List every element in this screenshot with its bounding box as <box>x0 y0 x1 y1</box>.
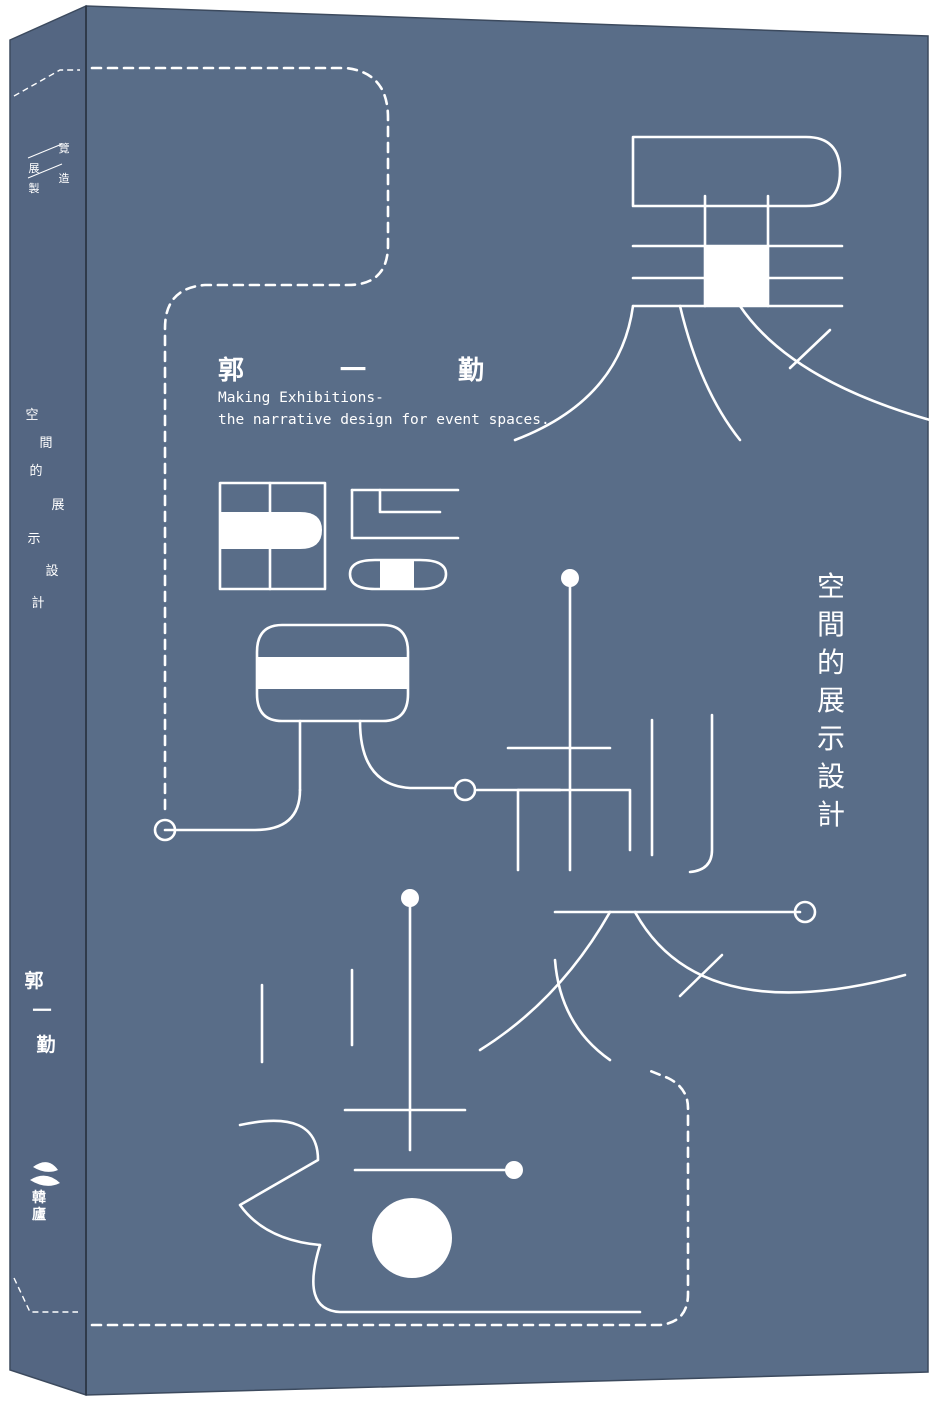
spine-title-char-1: 展 <box>28 162 40 175</box>
title-nodes <box>153 569 817 1179</box>
author-name-char-3: 勤 <box>458 356 485 386</box>
spine-subtitle-char-6: 設 <box>45 564 59 579</box>
publisher-logo <box>30 1162 60 1186</box>
author-name-char-2: 一 <box>340 356 367 386</box>
spine-title-char-2: 覽 <box>58 142 70 155</box>
english-subtitle: Making Exhibitions- the narrative design… <box>218 387 550 431</box>
spine-dashes <box>13 69 80 1313</box>
spine-title-char-3: 製 <box>28 182 40 195</box>
spine-title-frame <box>27 143 63 179</box>
title-art <box>163 135 932 1314</box>
book-front-cover <box>85 5 929 1396</box>
spine-subtitle-char-4: 展 <box>51 498 65 513</box>
spine-subtitle-char-1: 空 <box>25 408 39 423</box>
title-fills <box>220 246 768 1278</box>
publisher-name: 韓廬 <box>32 1190 46 1223</box>
spine-author-char-3: 勤 <box>36 1034 56 1056</box>
chinese-subtitle-vertical: 空間的展示設計 <box>816 570 845 831</box>
spine-author-char-1: 郭 <box>24 970 44 992</box>
spine-author-char-2: 一 <box>32 1000 52 1022</box>
spine-subtitle-char-7: 計 <box>31 596 45 611</box>
english-subtitle-line-2: the narrative design for event spaces. <box>218 412 550 428</box>
spine-subtitle-char-5: 示 <box>27 532 41 547</box>
spine-subtitle-char-2: 間 <box>39 436 53 451</box>
spine-title-char-4: 造 <box>58 172 70 185</box>
dashed-route <box>90 66 690 1327</box>
english-subtitle-line-1: Making Exhibitions- <box>218 390 384 406</box>
author-name-char-1: 郭 <box>218 356 245 386</box>
spine-subtitle-char-3: 的 <box>29 464 43 479</box>
book-spine <box>9 4 87 1397</box>
